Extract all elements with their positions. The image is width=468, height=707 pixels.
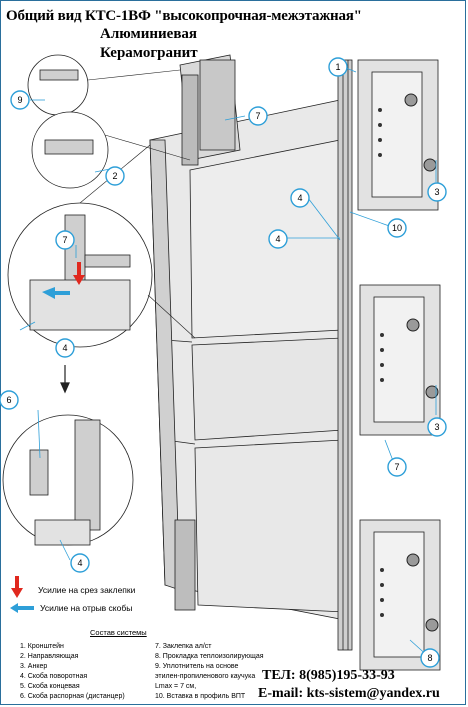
callout-10: 10 <box>387 218 407 238</box>
composition-item: 1. Кронштейн <box>20 643 64 650</box>
svg-text:10: 10 <box>392 223 402 233</box>
svg-text:8: 8 <box>427 653 432 663</box>
composition-list-right: 7. Заклепка ал/ст 8. Прокладка теплоизол… <box>155 642 264 702</box>
callout-7-detail: 7 <box>55 230 75 250</box>
composition-item: 10. Вставка в профиль ВПТ <box>155 693 246 700</box>
callout-6: 6 <box>0 390 19 410</box>
svg-text:4: 4 <box>297 193 302 203</box>
svg-text:9: 9 <box>17 95 22 105</box>
callout-3-mid: 3 <box>427 417 447 437</box>
detail-arrows <box>42 262 85 299</box>
svg-text:3: 3 <box>434 187 439 197</box>
contact-email: E-mail: kts-sistem@yandex.ru <box>258 686 440 701</box>
material-aluminum-label: Алюминиевая <box>100 26 198 42</box>
callout-4-a: 4 <box>290 188 310 208</box>
shear-force-legend: Усилие на срез заклепки <box>38 585 136 595</box>
composition-item: 7. Заклепка ал/ст <box>155 643 212 650</box>
svg-text:2: 2 <box>112 171 117 181</box>
callout-7-bottom: 7 <box>387 457 407 477</box>
callout-4-d: 4 <box>70 553 90 573</box>
callout-8: 8 <box>420 648 440 668</box>
pull-force-legend: Усилие на отрыв скобы <box>40 603 133 613</box>
top-profile <box>179 54 241 166</box>
svg-text:4: 4 <box>275 234 280 244</box>
legend-arrow-shapes <box>10 576 34 613</box>
guide-rail <box>174 59 353 651</box>
svg-text:1: 1 <box>335 62 340 72</box>
svg-text:6: 6 <box>6 395 11 405</box>
rivets <box>378 108 384 617</box>
callout-3-top: 3 <box>427 182 447 202</box>
composition-item: 2. Направляющая <box>20 653 79 660</box>
composition-item: 9. Уплотнитель на основе <box>155 663 239 670</box>
brackets <box>357 59 441 671</box>
callout-4-c: 4 <box>55 338 75 358</box>
contact-phone: ТЕЛ: 8(985)195-33-93 <box>262 668 395 683</box>
composition-item: 6. Скоба распорная (дистанцер) <box>20 693 125 700</box>
composition-item: 8. Прокладка теплоизолирующая <box>155 653 264 660</box>
composition-item: 4. Скоба поворотная <box>20 673 88 680</box>
callout-1: 1 <box>328 57 348 77</box>
svg-text:7: 7 <box>255 111 260 121</box>
composition-title: Состав системы <box>90 628 147 637</box>
facade-panels <box>149 99 346 621</box>
composition-list-left: 1. Кронштейн 2. Направляющая 3. Анкер 4.… <box>20 642 125 702</box>
material-ceramic-label: Керамогранит <box>100 45 198 61</box>
svg-text:4: 4 <box>62 343 67 353</box>
callout-9: 9 <box>10 90 30 110</box>
callout-4-b: 4 <box>268 229 288 249</box>
composition-item: 3. Анкер <box>20 663 48 670</box>
svg-text:7: 7 <box>394 462 399 472</box>
drawing-title: Общий вид КТС-1ВФ "высокопрочная-межэтаж… <box>6 8 362 24</box>
svg-text:4: 4 <box>77 558 82 568</box>
anchors <box>404 93 439 632</box>
composition-item: Lmax = 7 см, <box>155 683 197 690</box>
svg-text:7: 7 <box>62 235 67 245</box>
svg-text:3: 3 <box>434 422 439 432</box>
composition-item: 5. Скоба концевая <box>20 683 80 690</box>
transition-arrow <box>60 365 70 394</box>
callout-2: 2 <box>105 166 125 186</box>
composition-item: этилен-пропиленового каучука <box>155 673 256 680</box>
callout-7-top: 7 <box>248 106 268 126</box>
